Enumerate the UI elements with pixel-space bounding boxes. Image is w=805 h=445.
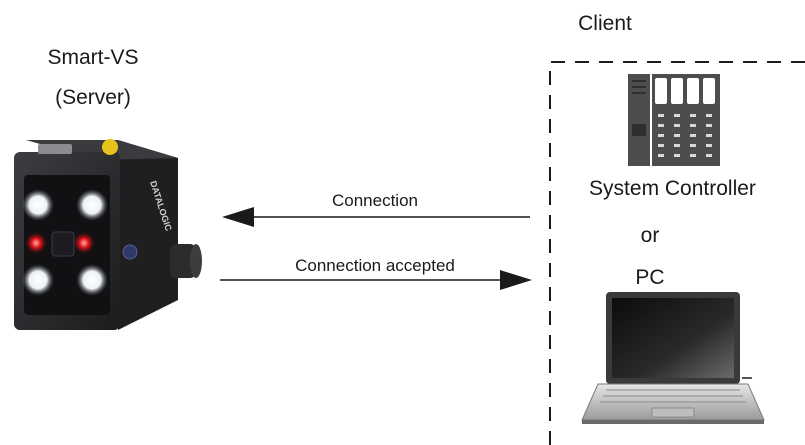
led-red-icon <box>73 232 95 254</box>
server-title-line2: (Server) <box>55 86 131 109</box>
connector-icon <box>170 244 196 278</box>
system-controller-label: System Controller <box>589 177 756 200</box>
or-label: or <box>640 224 660 247</box>
yellow-button-icon <box>102 139 118 155</box>
connection-accepted-label: Connection accepted <box>295 256 455 275</box>
led-white-icon <box>76 264 108 296</box>
client-title: Client <box>578 12 632 35</box>
led-white-icon <box>22 264 54 296</box>
connection-label: Connection <box>331 191 418 210</box>
led-white-icon <box>22 189 54 221</box>
server-title-line1: Smart-VS <box>47 46 139 69</box>
laptop-icon <box>581 292 765 424</box>
client-boundary <box>549 61 805 445</box>
system-controller-icon <box>628 74 720 166</box>
smart-vs-device: DATALOGIC <box>14 139 202 330</box>
led-red-icon <box>25 232 47 254</box>
connection-accepted-arrow <box>220 270 532 290</box>
led-white-icon <box>76 189 108 221</box>
connection-arrow <box>222 207 530 227</box>
pc-label: PC <box>635 266 665 289</box>
